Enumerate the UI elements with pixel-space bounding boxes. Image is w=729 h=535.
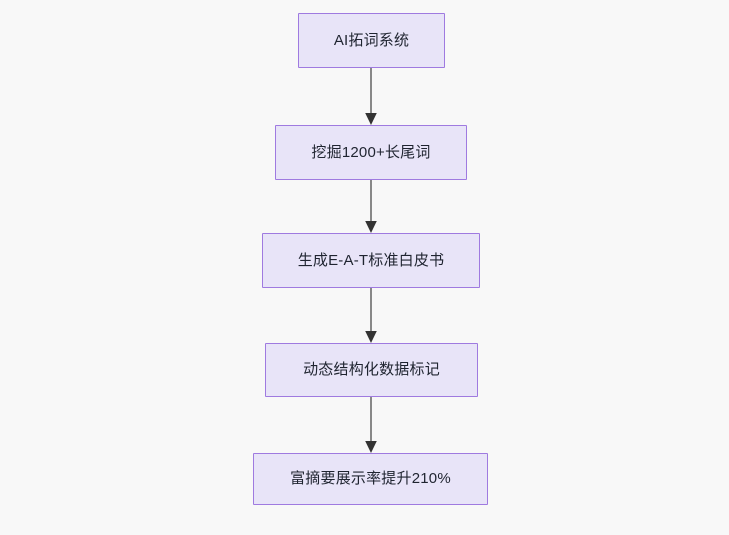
- connector-node3-node4: [361, 288, 381, 343]
- flow-node-dynamic-structured-data-markup[interactable]: 动态结构化数据标记: [265, 343, 478, 397]
- connector-node1-node2: [361, 68, 381, 125]
- flow-node-ai-keyword-system[interactable]: AI拓词系统: [298, 13, 445, 68]
- flow-node-rich-snippet-impression-lift[interactable]: 富摘要展示率提升210%: [253, 453, 488, 505]
- flow-node-mine-longtail-keywords[interactable]: 挖掘1200+长尾词: [275, 125, 467, 180]
- flow-node-label: 生成E-A-T标准白皮书: [297, 251, 445, 269]
- connector-node2-node3: [361, 180, 381, 233]
- flow-node-label: 挖掘1200+长尾词: [311, 143, 431, 161]
- flow-node-label: 动态结构化数据标记: [303, 361, 440, 378]
- flow-node-label: AI拓词系统: [333, 31, 410, 49]
- connector-node4-node5: [361, 397, 381, 453]
- flow-node-generate-eat-whitepaper[interactable]: 生成E-A-T标准白皮书: [262, 233, 480, 288]
- flow-node-label: 富摘要展示率提升210%: [290, 470, 451, 487]
